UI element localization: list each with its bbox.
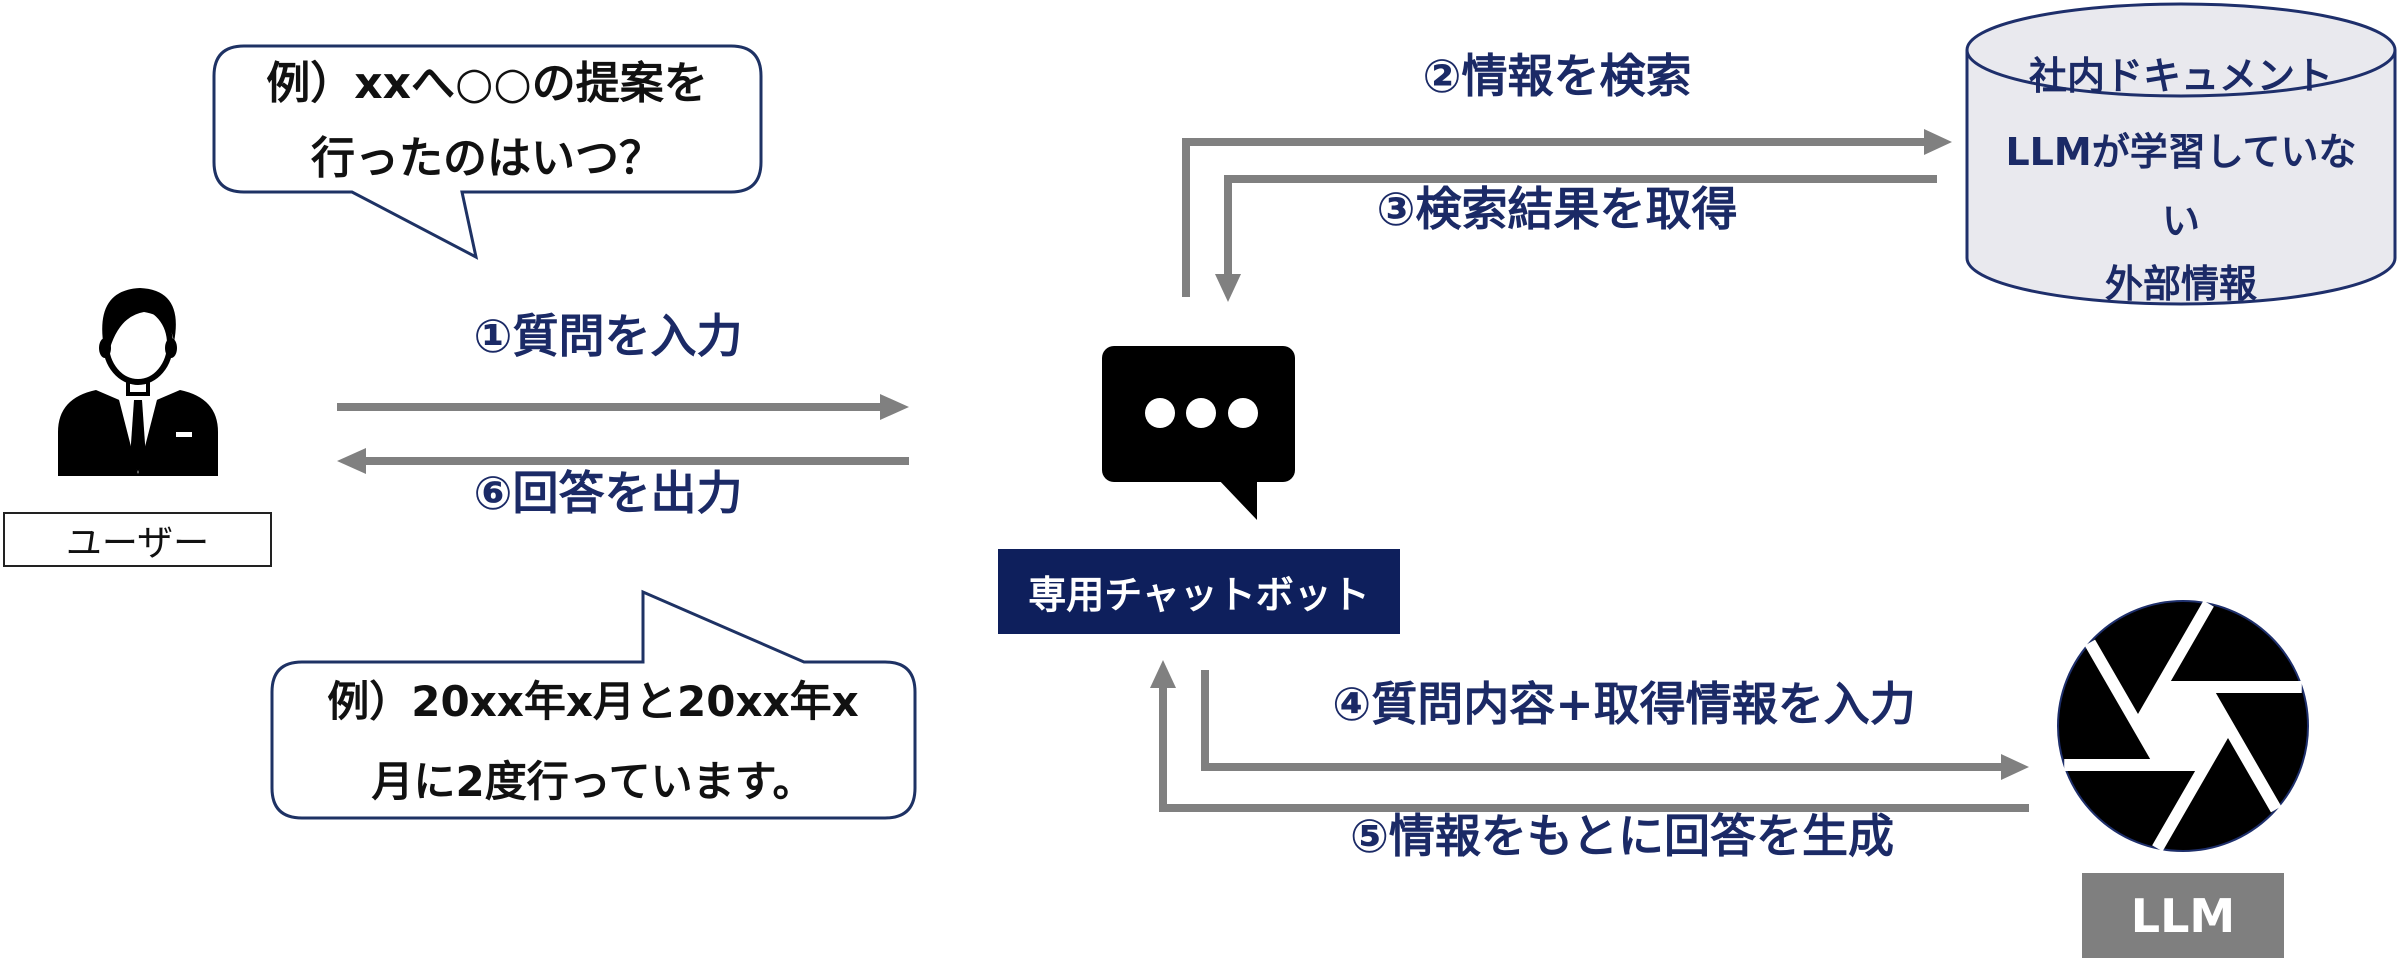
cylinder-body <box>1965 50 2397 306</box>
step6-label: ⑥回答を出力 <box>473 466 743 520</box>
arrow-step2-head <box>1924 129 1952 155</box>
arrow-step1 <box>337 394 909 420</box>
necktie <box>130 400 146 472</box>
arrow-step6-head <box>337 448 366 474</box>
arrow-step2 <box>1182 129 1952 297</box>
chat-dot <box>1145 398 1175 428</box>
arrow-step6 <box>337 448 909 474</box>
aperture-blade-gap <box>2160 681 2302 694</box>
step3-label: ③検索結果を取得 <box>1376 182 1738 236</box>
question-line: 例）xxへ○○の提案を <box>266 58 708 109</box>
arrow-step3-head <box>1215 274 1241 302</box>
aperture-icon <box>2057 600 2309 852</box>
question-line: 行ったのはいつ？ <box>311 133 663 184</box>
answer-line: 月に2度行っています。 <box>371 757 815 806</box>
arrow-step4 <box>1201 670 2029 780</box>
step5-label: ⑤情報をもとに回答を生成 <box>1349 809 1895 863</box>
datastore-line: い <box>2161 199 2201 243</box>
datastore-line: 外部情報 <box>2104 262 2258 306</box>
arrow-step3-line <box>1224 175 1937 278</box>
chat-dot <box>1186 398 1216 428</box>
businessman-icon <box>58 288 218 476</box>
datastore-line: LLMが学習していな <box>2005 130 2357 174</box>
arrow-step5-head <box>1150 660 1176 688</box>
step1-label: ①質問を入力 <box>473 309 743 363</box>
right-ear <box>165 338 177 358</box>
arrow-step3 <box>1215 175 1937 302</box>
aperture-blade-gap <box>2064 758 2206 771</box>
step4-label: ④質問内容+取得情報を入力 <box>1332 677 1916 731</box>
arrow-step1-head <box>880 394 909 420</box>
arrow-step5 <box>1150 660 2029 812</box>
arrow-step2-line <box>1182 138 1928 297</box>
chat-bubble-tail <box>1217 478 1257 520</box>
answer-line: 例）20xx年x月と20xx年x <box>327 677 859 726</box>
question-bubble-shape <box>212 44 763 260</box>
cylinder-top <box>1965 2 2397 98</box>
hair <box>102 288 176 348</box>
datastore-line: 社内ドキュメント <box>2028 54 2334 98</box>
left-ear <box>99 338 111 358</box>
chat-dot <box>1228 398 1258 428</box>
aperture-center <box>2138 687 2228 765</box>
arrow-step4-line <box>1201 670 2004 771</box>
chatbot-label: 専用チャットボット <box>998 549 1400 634</box>
answer-bubble-shape <box>270 589 917 820</box>
chat-bubble-icon <box>1102 346 1295 520</box>
step2-label: ②情報を検索 <box>1422 49 1692 103</box>
pocket-square <box>176 432 192 437</box>
database-cylinder-icon <box>1965 2 2397 306</box>
user-label: ユーザー <box>3 512 272 567</box>
arrow-step4-head <box>2001 754 2029 780</box>
arrow-step5-line <box>1159 684 2029 812</box>
llm-label: LLM <box>2082 873 2284 958</box>
